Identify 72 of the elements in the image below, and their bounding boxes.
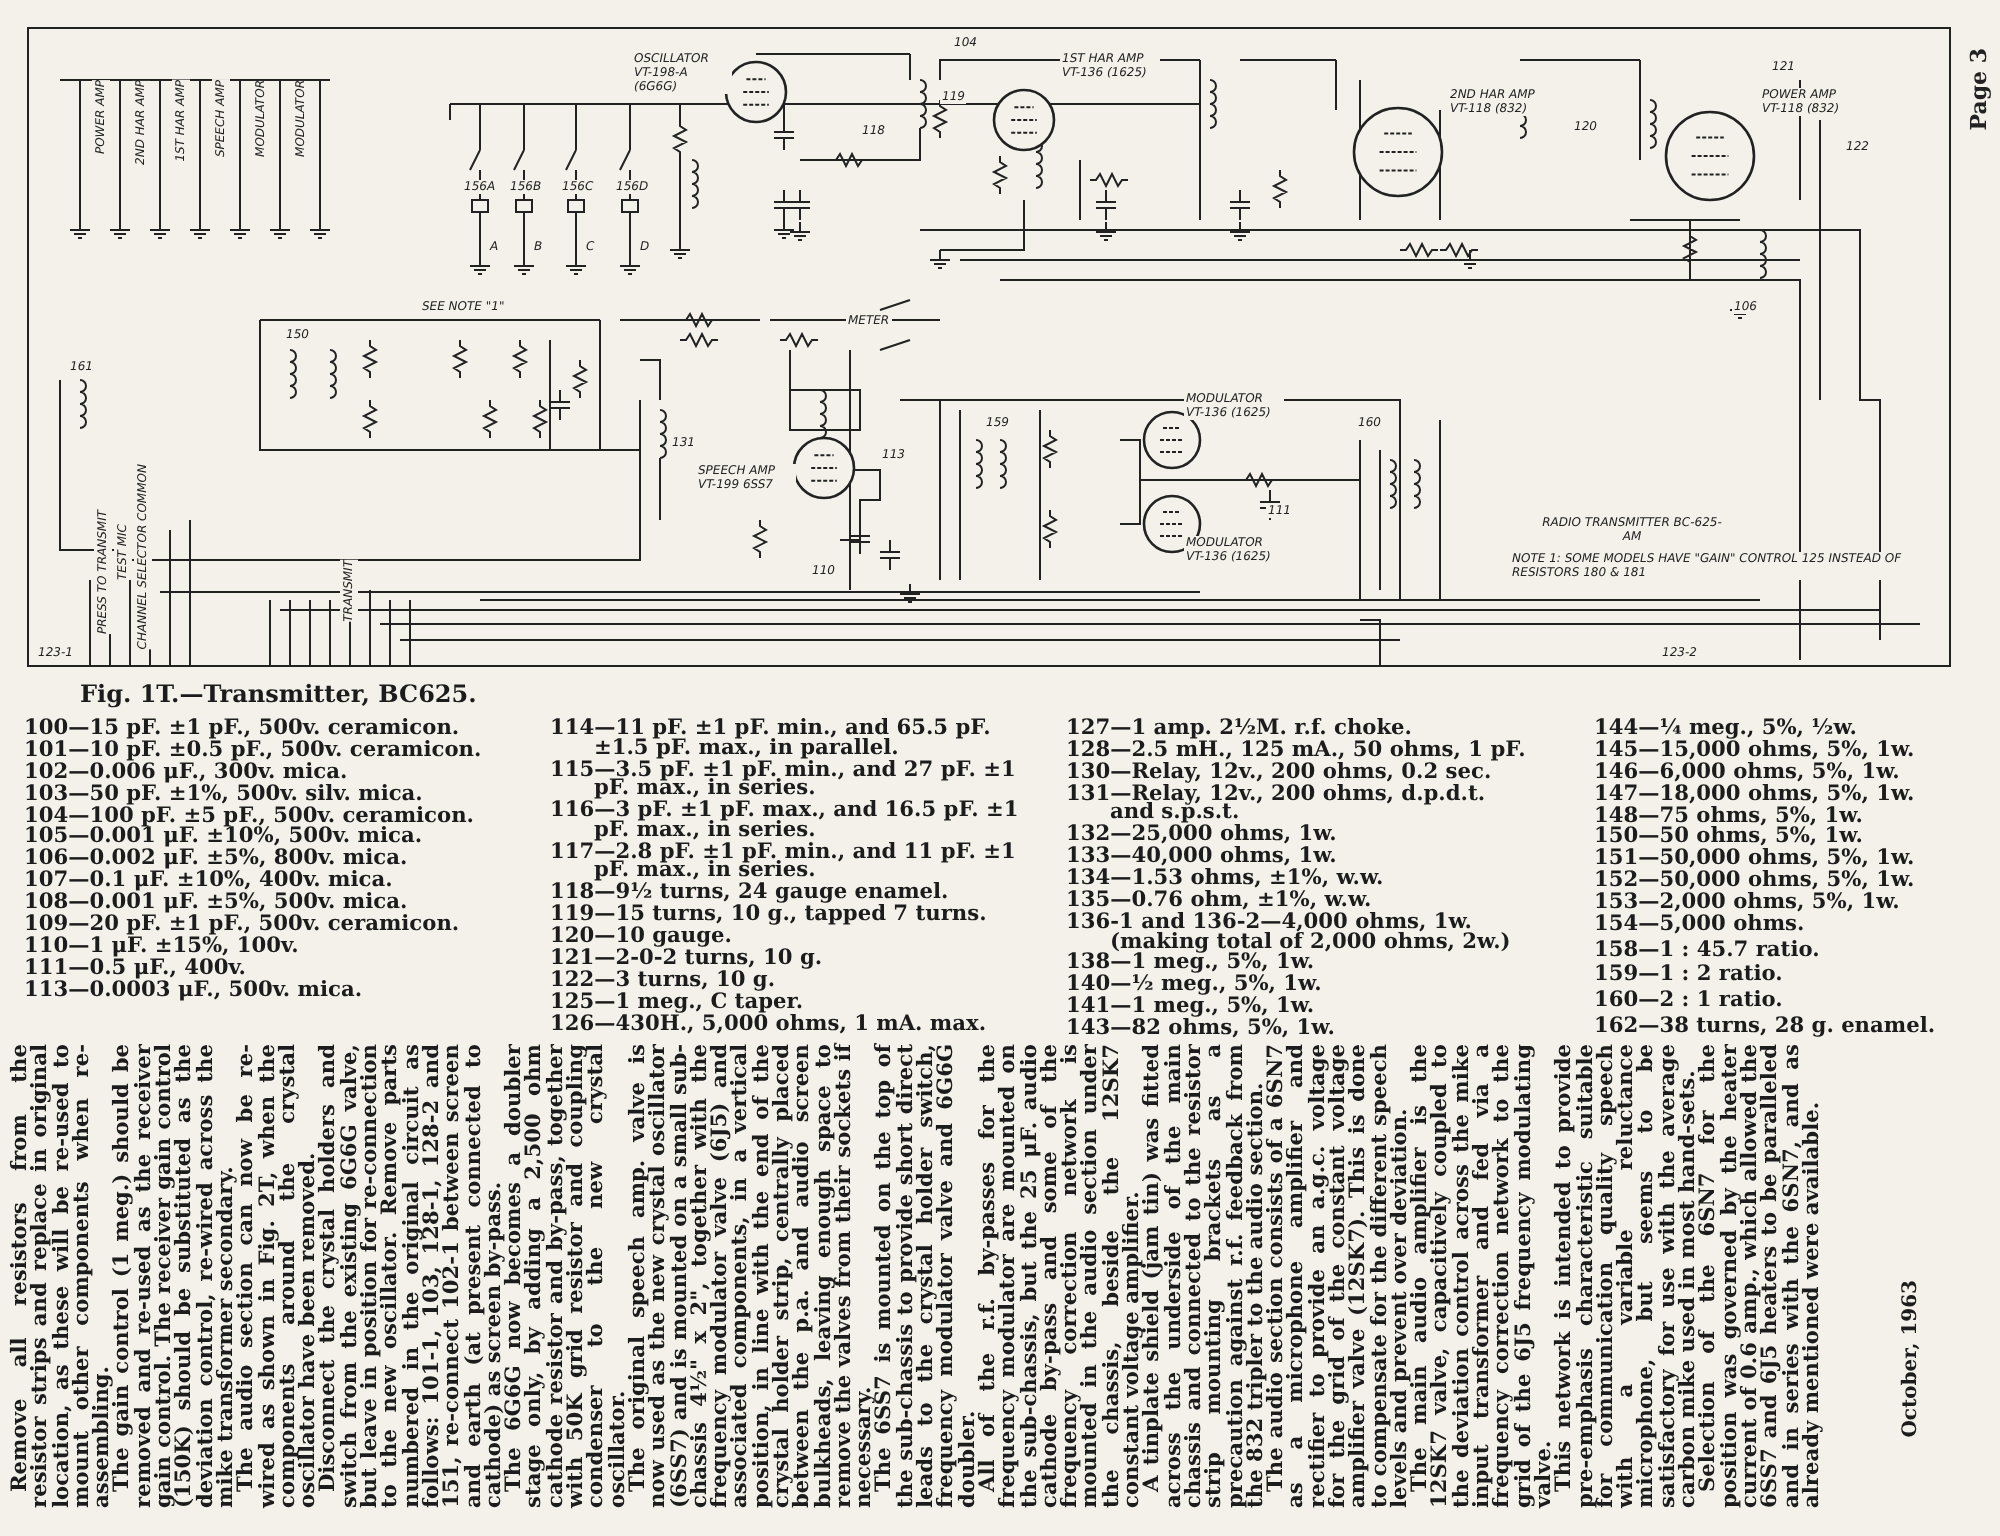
parts-list-entry: 133—40,000 ohms, 1w. [1066,848,1339,868]
parts-list-entry: 120—10 gauge. [550,928,734,948]
parts-list-entry: 130—Relay, 12v., 200 ohms, 0.2 sec. [1066,763,1492,783]
parts-list-entry: 153—2,000 ohms, 5%, 1w. [1594,894,1902,914]
parts-list-entry: 119—15 turns, 10 g., tapped 7 turns. [550,906,989,926]
parts-list-entry: 154—5,000 ohms. [1594,916,1807,936]
article-paragraph: Disconnect the crystal holders and switch from the existing 6G6G valve, but leave in position for re-connection to the new oscillator. Remove parts numbered in the original circuit as follows: 101-1, 103, 128-1, 128-2 and 151, re-connect 102-1 between screen and earth (at present connected to cathode) as screen by-pass. [318,1044,505,1508]
valve-symbol [992,88,1056,152]
parts-list-entry: 134—1.53 ohms, ±1%, w.w. [1066,870,1386,890]
parts-list-entry: 109—20 pF. ±1 pF., 500v. ceramicon. [24,916,462,936]
article-paragraph: The main audio amplifier is the 12SK7 valve, capacitively coupled to the deviation control across the mike input transformer and fed via a frequency correction network to the grid of the 6J5 frequency modulating valve. [1410,1044,1555,1508]
parts-list-entry: 146—6,000 ohms, 5%, 1w. [1594,763,1902,783]
parts-list-entry: 152—50,000 ohms, 5%, 1w. [1594,872,1917,892]
valve-symbol [1664,110,1756,202]
parts-list-entry: 107—0.1 μF. ±10%, 400v. mica. [24,872,393,892]
parts-list-entry: 141—1 meg., 5%, 1w. [1066,998,1315,1018]
parts-list-entry: 140—½ meg., 5%, 1w. [1066,976,1324,997]
article-paragraph: The audio section can now be re-wired as shown in Fig. 2T, when the components around the crystal oscillator have been removed. [236,1044,319,1508]
article-paragraph: The 6SS7 is mounted on the top of the sub-chassis to provide short direct leads to the crystal holder switch, frequency modulator valve and 6G6G doubler. [874,1044,978,1508]
article-paragraph: This network is intended to provide pre-emphasis characteristic suitable for communication quality speech with a variable reluctance microphone, but seems to be satisfactory for use with the average carbon mike used in most hand-sets. [1554,1044,1699,1508]
parts-list-entry: 150—50 ohms, 5%, 1w. [1594,828,1863,849]
parts-list-entry: 151—50,000 ohms, 5%, 1w. [1594,850,1917,871]
article-paragraph: Remove all resistors from the resistor strips and replace in original location, as these will be re-used to mount other components when re-assembling. [10,1044,113,1508]
parts-list-entry: 128—2.5 mH., 125 mA., 50 ohms, 1 pF. [1066,741,1528,762]
parts-list-entry: 101—10 pF. ±0.5 pF., 500v. ceramicon. [24,741,484,762]
parts-list-entry: 106—0.002 μF. ±5%, 800v. mica. [24,850,410,871]
issue-date: October, 1963 [1900,1280,1922,1438]
figure-caption: Fig. 1T.—Transmitter, BC625. [80,680,477,708]
parts-list-entry: 145—15,000 ohms, 5%, 1w. [1594,741,1917,762]
parts-list-entry: 159—1 : 2 ratio. [1594,966,1785,987]
parts-list-entry: 143—82 ohms, 5%, 1w. [1066,1020,1337,1040]
parts-list-entry: 122—3 turns, 10 g. [550,971,778,992]
parts-list-entry: 113—0.0003 μF., 500v. mica. [24,981,365,1001]
article-paragraph: The gain control (1 meg.) should be removed and re-used as the receiver gain control. The receiver gain control (150K) should be substituted as the deviation control, re-wired across the mike transformer secondary. [112,1044,237,1508]
article-paragraph: The 6G6G now becomes a doubler stage only, by adding a 2,500 ohm cathode resistor and by-pass, together with 50K grid resistor and coupling condenser to the new crystal oscillator. [504,1044,628,1508]
parts-list-entry: 105—0.001 μF. ±10%, 500v. mica. [24,828,425,849]
parts-list-entry: 160—2 : 1 ratio. [1594,992,1785,1012]
parts-list-entry: 126—430H., 5,000 ohms, 1 mA. max. [550,1015,989,1035]
parts-list-entry: 144—¼ meg., 5%, ½w. [1594,720,1859,740]
parts-list-entry: 136-1 and 136-2—4,000 ohms, 1w. (making total of 2,000 ohms, 2w.) [1066,913,1513,953]
parts-list-entry: 138—1 meg., 5%, 1w. [1066,954,1315,975]
parts-list-entry: 158—1 : 45.7 ratio. [1594,941,1822,961]
parts-list-entry: 103—50 pF. ±1%, 500v. silv. mica. [24,785,425,805]
parts-list-entry: 118—9½ turns, 24 gauge enamel. [550,884,951,905]
parts-list-entry: 116—3 pF. ±1 pF. max., and 16.5 pF. ±1 pF. max., in series. [550,802,1021,842]
parts-list-entry: 135—0.76 ohm, ±1%, w.w. [1066,891,1374,912]
parts-list-entry: 104—100 pF. ±5 pF., 500v. ceramicon. [24,807,476,827]
parts-list-entry: 100—15 pF. ±1 pF., 500v. ceramicon. [24,720,462,740]
article-paragraph: A tinplate shield (jam tin) was fitted across the underside of the main chassis and connected to the resistor strip mounting brackets as a precaution against r.f. feedback from the 832 tripler to the audio section. [1142,1044,1267,1508]
parts-list-entry: 127—1 amp. 2½M. r.f. choke. [1066,720,1414,740]
article-paragraph: Selection of the 6SN7 for the position was governed by the heater current of 0.6 amp., which allowed the 6SS7 and 6J5 heaters to be paralleled and in series with the 6SN7, and as already mentioned were available. [1698,1044,1823,1508]
article-paragraph: All of the r.f. by-passes for the frequency modulator are mounted on the sub-chassis, but the 25 μF. audio cathode by-pass and some of the frequency correction network is mounted in the audio section under the chassis, beside the 12SK7 constant voltage amplifier. [977,1044,1143,1508]
valve-symbol [724,60,788,124]
parts-list-entry: 114—11 pF. ±1 pF. min., and 65.5 pF. ±1.5 pF. max., in parallel. [550,720,993,759]
parts-list-entry: 108—0.001 μF. ±5%, 500v. mica. [24,894,408,914]
valve-symbol [1352,106,1444,198]
parts-list-entry: 111—0.5 μF., 400v. [24,959,248,979]
parts-list-entry: 117—2.8 pF. ±1 pF. min., and 11 pF. ±1 pF. max., in series. [550,843,1018,883]
parts-list-entry: 131—Relay, 12v., 200 ohms, d.p.d.t. and s.p.s.t. [1066,785,1488,825]
parts-list-entry: 148—75 ohms, 5%, 1w. [1594,807,1865,827]
parts-list-entry: 115—3.5 pF. ±1 pF. min., and 27 pF. ±1 pF. max., in series. [550,761,1016,800]
page-number: Page 3 [1966,48,1992,131]
parts-list-entry: 121—2-0-2 turns, 10 g. [550,950,825,970]
parts-list-entry: 162—38 turns, 28 g. enamel. [1594,1017,1938,1038]
parts-list-entry: 102—0.006 μF., 300v. mica. [24,763,350,783]
parts-list-entry: 132—25,000 ohms, 1w. [1066,826,1339,846]
valve-symbol [792,436,856,500]
parts-list-entry: 110—1 μF. ±15%, 100v. [24,937,301,958]
article-paragraph: The audio section consists of a 6SN7 as a microphone amplifier and rectifier to provide an a.g.c. voltage for the grid of the constant voltage amplifier valve (12SK7). This is done to compensate for the different speech levels and prevent over deviation. [1266,1044,1411,1508]
article-paragraph: The original speech amp. valve is now used as the new crystal oscillator (6SS7) and is mounted on a small sub-chassis 4½" x 2", together with the frequency modulator valve (6J5) and associated components, in a vertical position, in line with the end of the crystal holder strip, centrally placed between the p.a. and audio screen bulkheads, leaving enough space to remove the valves from their sockets if necessary. [627,1044,875,1508]
parts-list-entry: 147—18,000 ohms, 5%, 1w. [1594,785,1917,805]
parts-list-entry: 125—1 meg., C taper. [550,993,806,1014]
